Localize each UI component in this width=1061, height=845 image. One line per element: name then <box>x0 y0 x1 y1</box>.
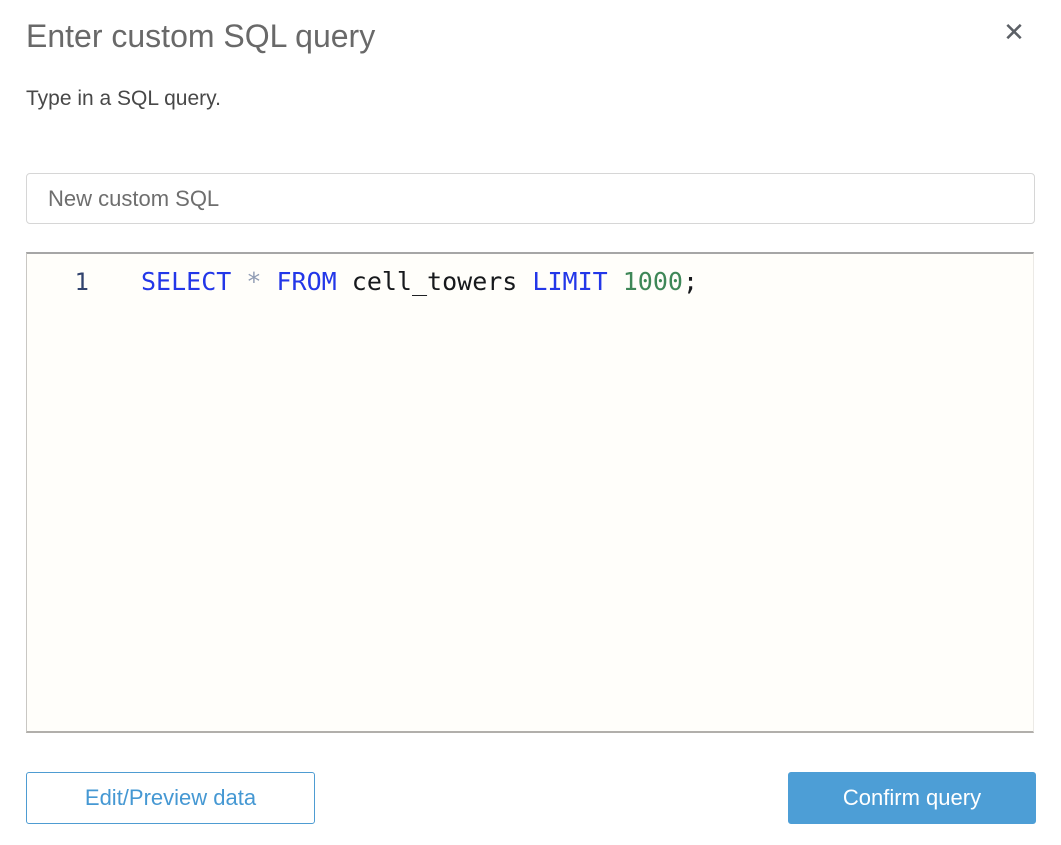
line-number: 1 <box>74 268 89 296</box>
code-line[interactable]: SELECT * FROM cell_towers LIMIT 1000; <box>89 266 698 298</box>
close-button[interactable]: ✕ <box>997 15 1031 49</box>
sql-token: SELECT <box>141 267 232 296</box>
sql-token: ; <box>682 267 699 296</box>
sql-token: cell_towers <box>351 267 518 296</box>
sql-token <box>337 267 352 296</box>
sql-token: * <box>246 267 262 296</box>
code-row: 1 SELECT * FROM cell_towers LIMIT 1000; <box>27 254 1033 298</box>
sql-token <box>261 267 276 296</box>
sql-token: 1000 <box>622 267 683 296</box>
sql-token <box>517 267 532 296</box>
sql-token: FROM <box>276 267 337 296</box>
custom-sql-name-input[interactable] <box>26 173 1035 224</box>
edit-preview-data-button[interactable]: Edit/Preview data <box>26 772 315 824</box>
page-title: Enter custom SQL query <box>26 18 376 54</box>
sql-token <box>231 267 246 296</box>
sql-code-editor[interactable]: 1 SELECT * FROM cell_towers LIMIT 1000; <box>26 252 1034 733</box>
dialog-subtitle: Type in a SQL query. <box>26 87 221 110</box>
confirm-query-button[interactable]: Confirm query <box>788 772 1036 824</box>
close-icon: ✕ <box>1003 18 1025 48</box>
sql-token <box>608 267 623 296</box>
sql-token: LIMIT <box>532 267 608 296</box>
